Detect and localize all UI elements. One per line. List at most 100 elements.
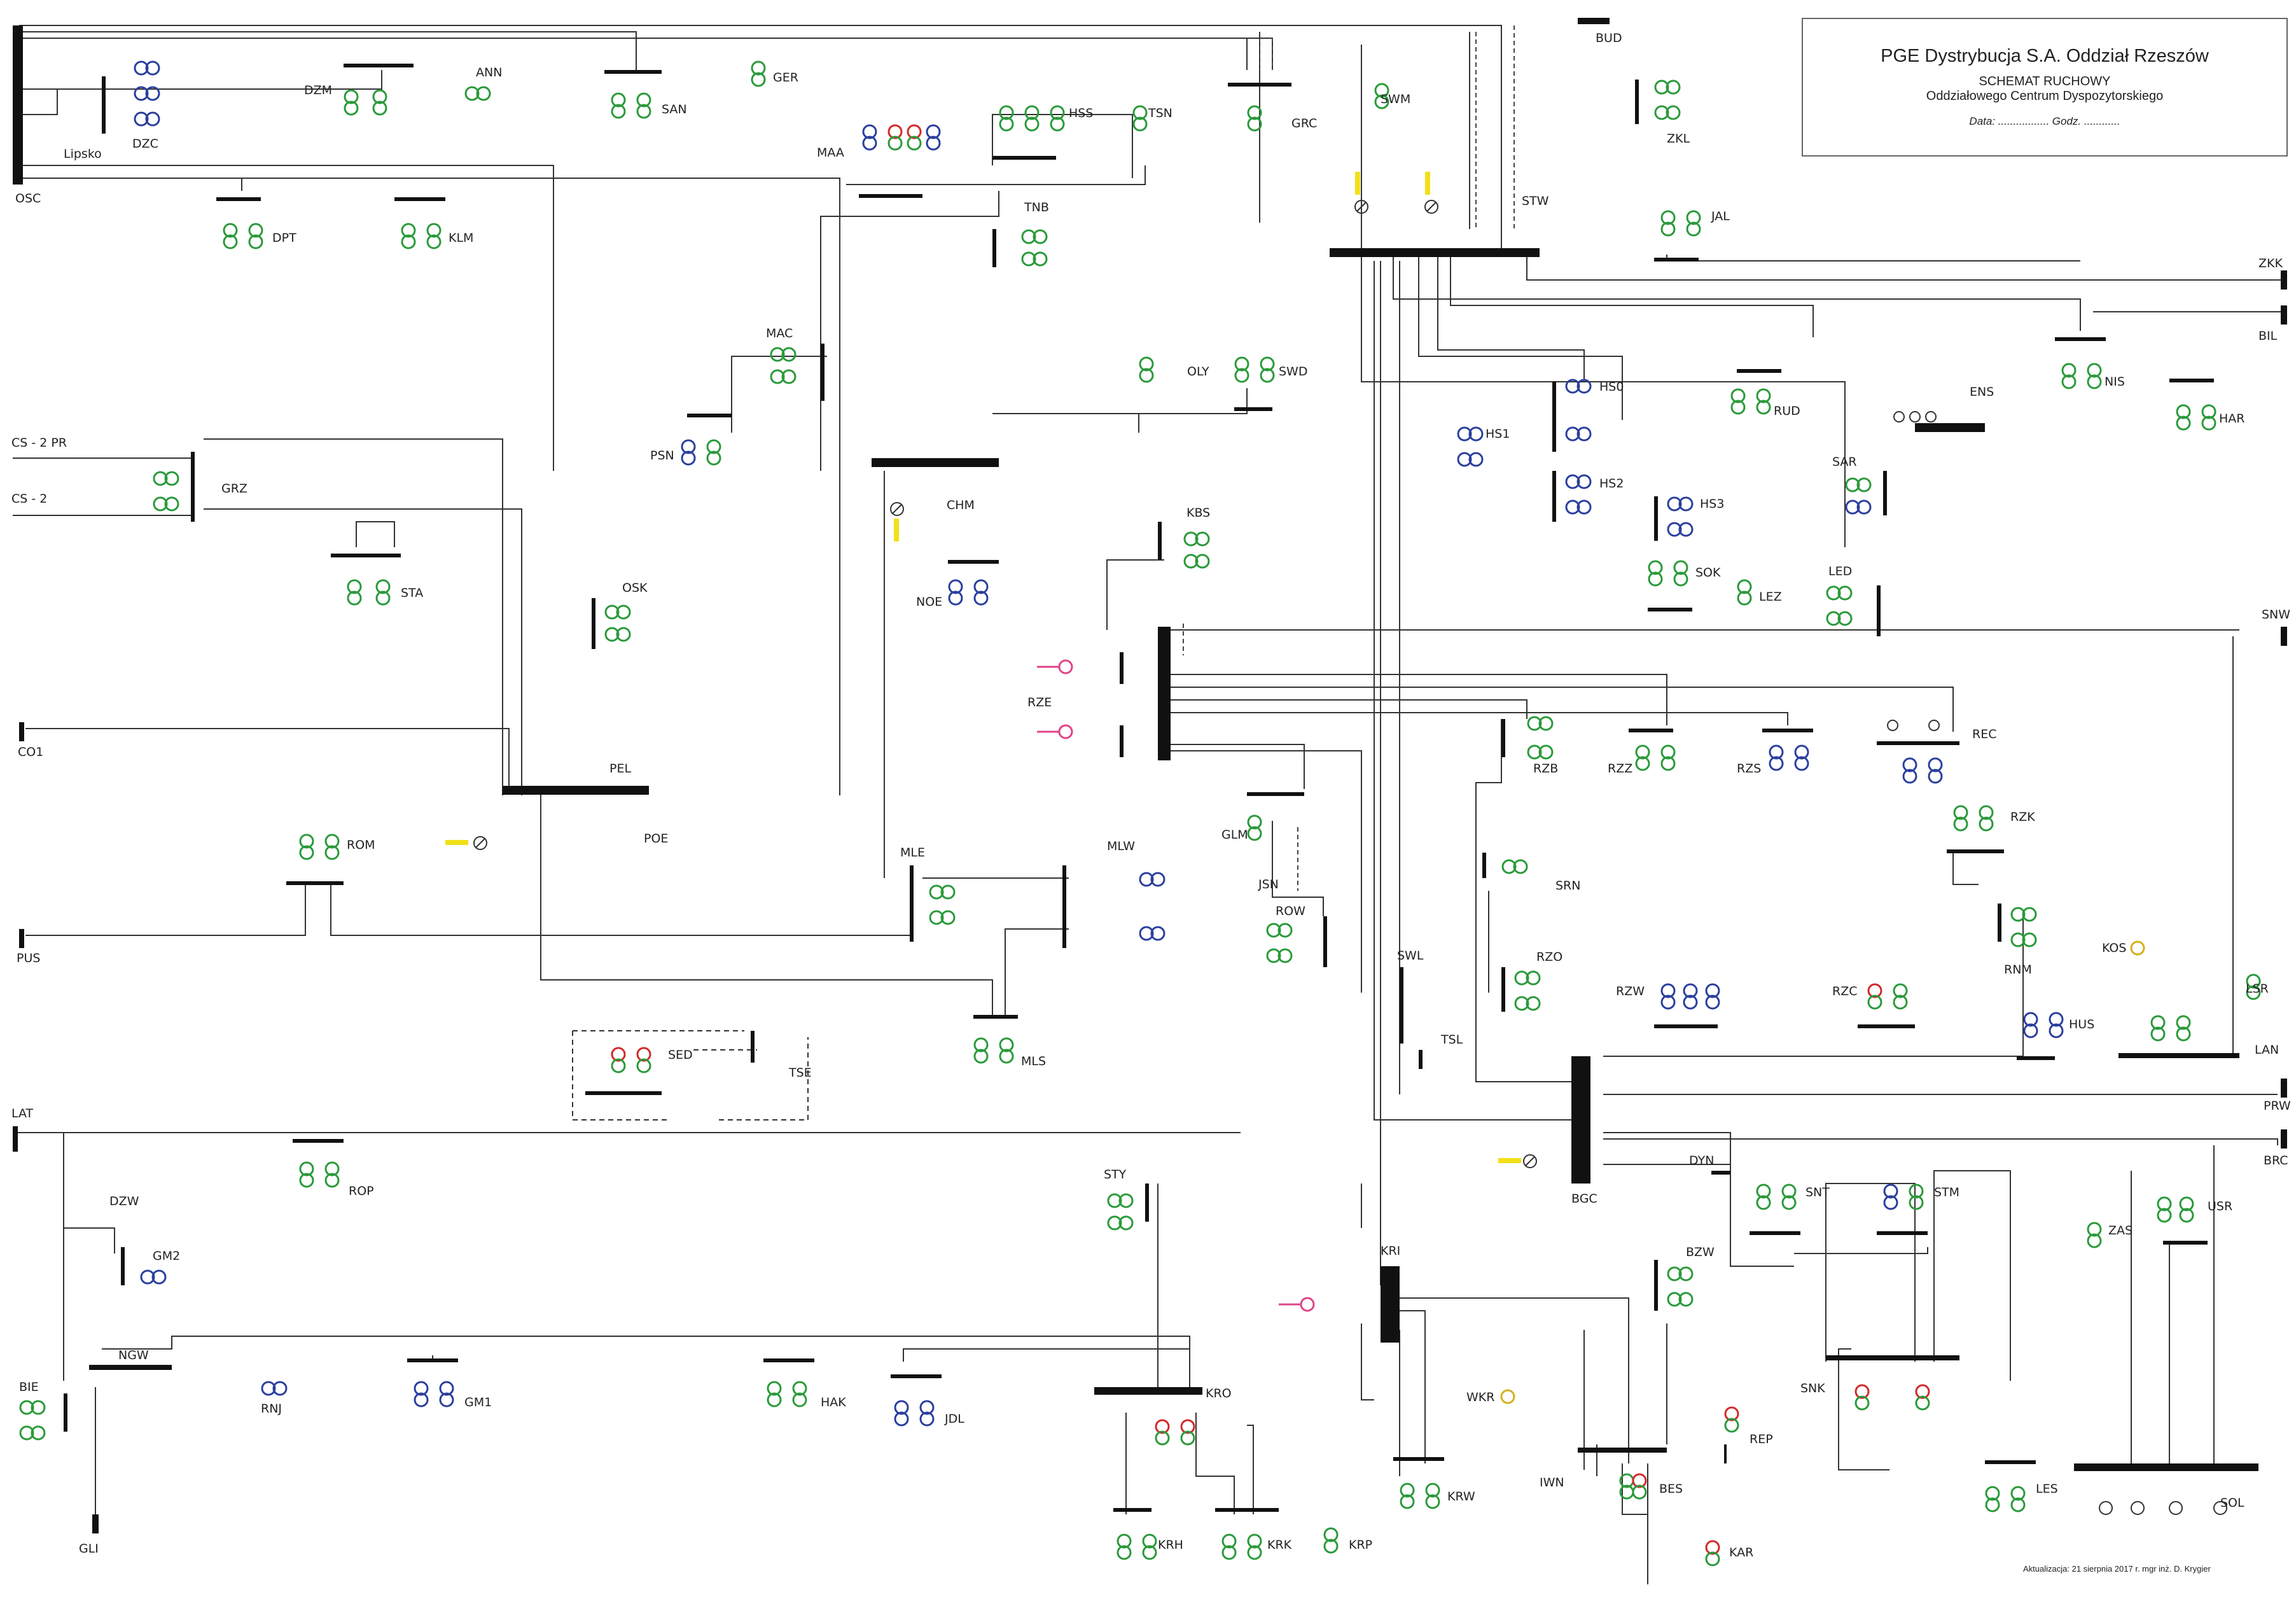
- station-label: KLM: [449, 231, 473, 245]
- station-label: RZE: [1027, 695, 1052, 709]
- station-label: NGW: [118, 1348, 149, 1362]
- station-label: KRO: [1206, 1386, 1232, 1400]
- station-label: HSS: [1069, 106, 1093, 120]
- station-label: BRC: [2264, 1154, 2288, 1168]
- busbar-led: [1877, 585, 1881, 636]
- station-label: TSL: [1440, 1033, 1463, 1047]
- station-label: PUS: [17, 951, 40, 965]
- scheme-subtitle: SCHEMAT RUCHOWY: [1979, 74, 2111, 88]
- busbar-les: [1985, 1460, 2036, 1464]
- busbar-rzb: [1501, 719, 1505, 757]
- station-label: OLY: [1187, 365, 1209, 379]
- busbar-sed: [585, 1091, 662, 1095]
- busbar-hs2: [1552, 471, 1556, 522]
- station-label: HAK: [821, 1395, 846, 1409]
- busbar-hss: [992, 156, 1056, 160]
- station-label: GER: [773, 71, 798, 85]
- station-label: LES: [2036, 1482, 2058, 1496]
- busbar-pus: [19, 929, 24, 948]
- station-label: KRP: [1349, 1538, 1372, 1552]
- station-label: LED: [1828, 564, 1852, 578]
- busbar-klm: [394, 197, 445, 201]
- station-label: OSK: [622, 581, 648, 595]
- busbar-pel: [503, 786, 649, 795]
- busbar-usr: [2163, 1241, 2208, 1245]
- generators: [1037, 659, 2145, 1404]
- station-label: DZM: [304, 83, 332, 97]
- busbar-gm1: [407, 1358, 458, 1362]
- station-label: ANN: [476, 66, 502, 80]
- busbar-hus: [2017, 1056, 2055, 1060]
- busbar-grc: [1228, 83, 1291, 87]
- station-label: BZW: [1686, 1245, 1715, 1259]
- station-label: SRN: [1555, 879, 1580, 893]
- station-label: TSN: [1148, 106, 1172, 120]
- busbar-bzw: [1654, 1260, 1658, 1311]
- busbar-tse: [751, 1031, 755, 1063]
- busbar-row: [1323, 916, 1327, 967]
- station-label: Lipsko: [64, 147, 102, 161]
- station-label: ZKL: [1667, 132, 1690, 146]
- busbar-bil: [2281, 305, 2287, 325]
- station-label: NOE: [916, 595, 942, 609]
- page-title: PGE Dystrybucja S.A. Oddział Rzeszów: [1881, 46, 2209, 66]
- busbar-dyn: [1711, 1171, 1730, 1175]
- station-label: GM1: [464, 1395, 492, 1409]
- yellow-markers: [445, 172, 1521, 1163]
- station-label: DZW: [109, 1194, 139, 1208]
- busbar-maa: [859, 194, 922, 198]
- station-label: TSE: [788, 1066, 812, 1080]
- station-label: PRW: [2264, 1099, 2291, 1113]
- busbar-jal: [1654, 258, 1699, 262]
- busbar-har: [2169, 379, 2214, 382]
- ground-symbols: [473, 200, 2227, 1515]
- busbar-glm: [1247, 792, 1304, 796]
- busbar-srn: [1482, 853, 1486, 878]
- station-label: HS3: [1700, 497, 1724, 511]
- station-label: MLS: [1021, 1054, 1046, 1068]
- station-label: RNJ: [261, 1402, 282, 1416]
- station-label: STA: [401, 586, 423, 600]
- station-label: SED: [668, 1048, 693, 1062]
- busbar-bud: [1578, 18, 1610, 24]
- busbar-rec: [1877, 741, 1959, 745]
- station-label: LEZ: [1759, 590, 1782, 604]
- busbar-krh: [1113, 1508, 1151, 1512]
- busbar-rud: [1737, 369, 1781, 373]
- station-label: BIE: [19, 1380, 39, 1394]
- busbar-zkk: [2281, 270, 2287, 290]
- busbar-hs0: [1552, 382, 1556, 452]
- title-block: PGE Dystrybucja S.A. Oddział Rzeszów SCH…: [1802, 18, 2288, 157]
- station-label: ZAS: [2108, 1224, 2132, 1238]
- busbar-zkl: [1635, 80, 1639, 124]
- station-label: ZKK: [2258, 256, 2283, 270]
- busbar-kro: [1094, 1387, 1202, 1395]
- station-label: SWM: [1381, 92, 1410, 106]
- station-label: RZB: [1533, 762, 1558, 776]
- busbar-rep: [1724, 1444, 1727, 1463]
- station-label: BUD: [1596, 31, 1622, 45]
- busbar-mle: [910, 865, 914, 942]
- station-label: PEL: [609, 762, 631, 776]
- station-label: RZC: [1832, 984, 1857, 998]
- busbar-co1: [19, 722, 24, 741]
- station-label: RZS: [1737, 762, 1761, 776]
- station-label: NIS: [2105, 375, 2125, 389]
- station-label: HS2: [1599, 477, 1624, 491]
- busbar-lan: [2119, 1053, 2239, 1058]
- station-label: HS0: [1599, 380, 1624, 394]
- station-label: CHM: [947, 498, 975, 512]
- station-label: USR: [2208, 1199, 2232, 1213]
- station-label: JAL: [1711, 209, 1730, 223]
- busbar-krk: [1215, 1508, 1279, 1512]
- update-footer: Aktualizacja: 21 sierpnia 2017 r. mgr in…: [2023, 1564, 2211, 1574]
- bus-bars: [13, 18, 2287, 1533]
- station-label: MAC: [766, 326, 793, 340]
- station-label: SOK: [1695, 566, 1721, 580]
- busbar-osc: [13, 25, 20, 185]
- station-label: POE: [644, 832, 668, 846]
- busbar-mac: [821, 344, 824, 401]
- station-label: SWL: [1397, 949, 1424, 963]
- station-label: RZW: [1616, 984, 1645, 998]
- station-label: DYN: [1689, 1154, 1714, 1168]
